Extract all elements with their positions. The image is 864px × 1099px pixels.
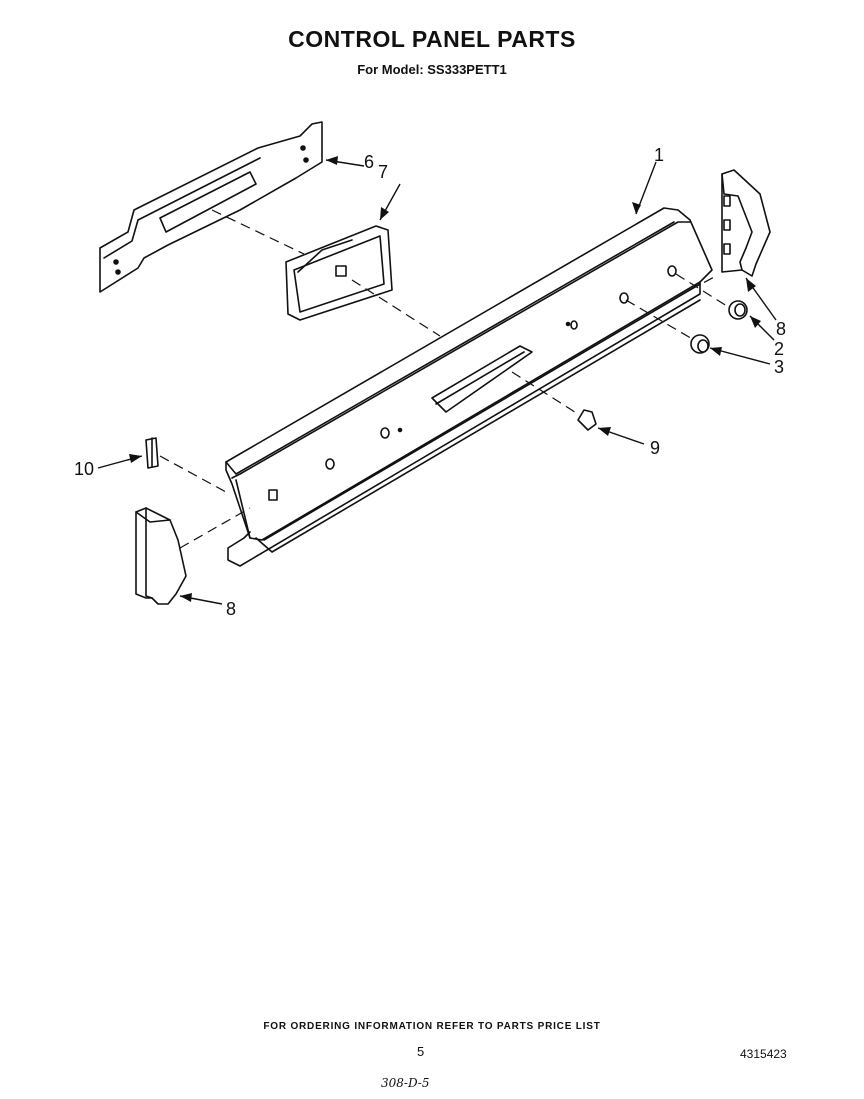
callout-1: 1	[654, 145, 665, 165]
part-2-knob	[728, 300, 748, 320]
part-8-left-endcap	[135, 507, 187, 605]
assembly-line-2	[675, 273, 731, 309]
arrowhead-2	[750, 316, 761, 328]
assembly-line-8-right	[689, 275, 717, 291]
model-subtitle: For Model: SS333PETT1	[357, 62, 507, 77]
assembly-line-8-left	[179, 507, 251, 549]
ordering-information-note: FOR ORDERING INFORMATION REFER TO PARTS …	[263, 1021, 601, 1032]
arrowhead-8-right	[746, 278, 756, 292]
callout-6: 6	[364, 152, 375, 172]
page-title: CONTROL PANEL PARTS	[288, 26, 576, 52]
document-number: 4315423	[740, 1047, 787, 1061]
arrowhead-3	[710, 347, 722, 356]
assembly-line-9	[511, 371, 579, 415]
arrowhead-7	[380, 207, 389, 220]
arrowhead-8-left	[180, 593, 192, 602]
arrowhead-6	[326, 156, 338, 165]
arrowhead-10	[129, 454, 142, 463]
callout-2: 2	[774, 339, 785, 359]
part-9-knob	[577, 409, 597, 431]
callout-9: 9	[650, 438, 661, 458]
part-1-control-panel	[225, 207, 713, 567]
arrowhead-9	[598, 427, 611, 436]
assembly-line-6-to-7	[211, 209, 305, 255]
callout-8-right: 8	[776, 319, 787, 339]
part-8-right-endcap	[721, 169, 771, 277]
assembly-line-10	[159, 455, 227, 493]
assembly-line-3	[625, 299, 695, 341]
callout-3: 3	[774, 357, 785, 377]
arrowhead-1	[632, 202, 641, 214]
page-number: 5	[417, 1044, 425, 1059]
callout-7: 7	[378, 162, 389, 182]
part-6-bracket	[99, 121, 323, 293]
part-7-display	[285, 225, 393, 321]
assembly-line-7-to-1	[351, 279, 441, 337]
callout-10: 10	[74, 459, 95, 479]
part-3-knob	[690, 334, 710, 354]
handwritten-code: 308-D-5	[381, 1076, 430, 1090]
part-10-clip	[145, 437, 159, 469]
callout-8-left: 8	[226, 599, 237, 619]
